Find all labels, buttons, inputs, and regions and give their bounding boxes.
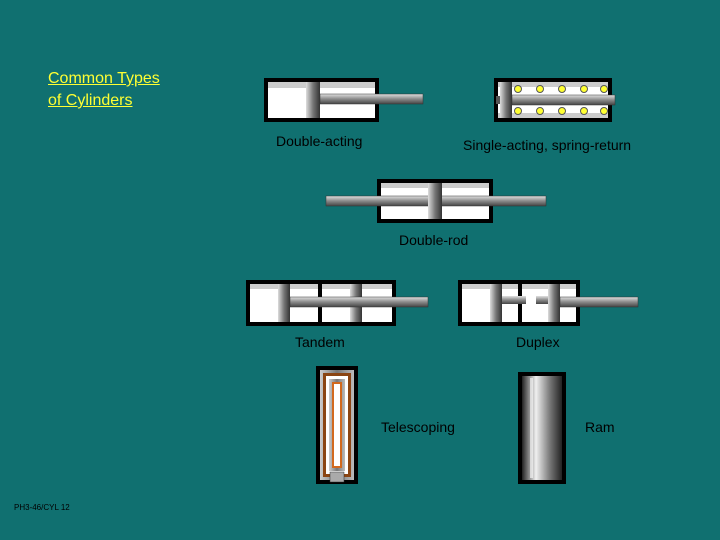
label-telescoping: Telescoping	[381, 419, 455, 435]
label-double-rod: Double-rod	[399, 232, 469, 248]
double-rod-cylinder	[325, 179, 547, 223]
label-duplex: Duplex	[516, 334, 560, 350]
title-line-2: of Cylinders	[48, 92, 133, 109]
title-line-1: Common Types	[48, 70, 160, 87]
slide-title: Common Types of Cylinders	[48, 68, 160, 112]
spring-icon	[514, 85, 608, 115]
tandem-cylinder	[246, 280, 429, 326]
double-acting-cylinder	[264, 78, 424, 122]
duplex-cylinder	[458, 280, 639, 326]
label-double-acting: Double-acting	[276, 133, 363, 149]
label-tandem: Tandem	[295, 334, 345, 350]
single-acting-cylinder	[494, 78, 616, 122]
label-ram: Ram	[585, 419, 615, 435]
slide-code: PH3-46/CYL 12	[14, 503, 70, 512]
telescoping-cylinder	[316, 366, 358, 484]
label-single-acting: Single-acting, spring-return	[463, 137, 632, 153]
ram-cylinder	[518, 372, 566, 484]
